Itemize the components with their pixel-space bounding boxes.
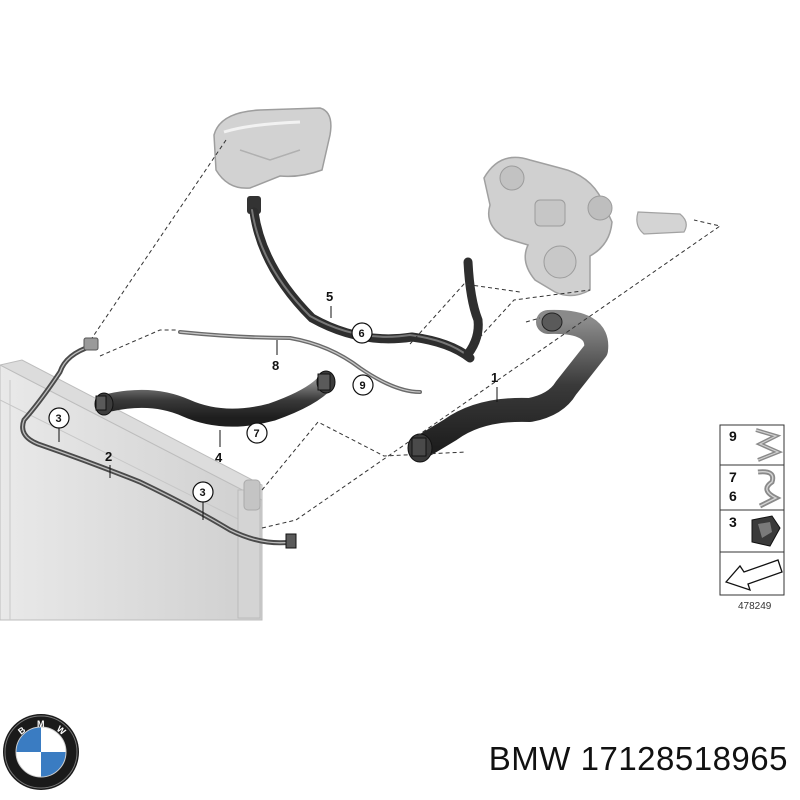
clip-legend: 9 7 6 3 (719, 424, 785, 596)
part-title: BMW 17128518965 (489, 740, 788, 778)
hose-5-upper (463, 257, 483, 359)
callout-8: 8 (272, 340, 279, 373)
legend-num-9: 9 (729, 428, 737, 444)
svg-text:4: 4 (215, 450, 223, 465)
callout-1: 1 (491, 370, 498, 402)
diagram-id: 478249 (738, 601, 772, 612)
hose-1 (408, 309, 609, 460)
legend-num-3: 3 (729, 514, 737, 530)
svg-text:8: 8 (272, 358, 279, 373)
svg-text:2: 2 (105, 449, 112, 464)
svg-text:6: 6 (359, 328, 365, 340)
svg-text:M: M (37, 719, 45, 729)
callout-3-left: 3 (48, 407, 70, 442)
callout-5: 5 (326, 289, 333, 318)
hose-connector (636, 211, 687, 235)
svg-text:1: 1 (491, 370, 498, 385)
svg-text:3: 3 (200, 487, 206, 499)
radiator (0, 359, 263, 621)
spring-clip-icon (755, 428, 784, 462)
brand-name: BMW (488, 740, 571, 777)
callout-4: 4 (215, 430, 223, 465)
holder-clip-icon (751, 515, 781, 547)
bmw-logo: B M W (3, 714, 79, 790)
svg-text:9: 9 (360, 380, 366, 392)
svg-text:3: 3 (56, 413, 62, 425)
hose-4 (95, 373, 335, 427)
hose-clamp-icon (757, 469, 782, 509)
svg-text:B: B (16, 724, 28, 736)
clip-markers (95, 373, 427, 549)
thermostat-housing (483, 156, 613, 297)
callout-9: 9 (352, 374, 374, 396)
callout-6: 6 (351, 322, 373, 344)
legend-num-7: 7 (729, 469, 737, 485)
svg-text:5: 5 (326, 289, 333, 304)
expansion-tank (213, 107, 332, 214)
arrow-pointer-icon (724, 559, 783, 592)
part-number: 17128518965 (580, 740, 788, 777)
callout-7: 7 (246, 422, 268, 444)
callout-3-right: 3 (192, 481, 214, 520)
callout-2: 2 (105, 449, 112, 478)
legend-num-6: 6 (729, 488, 737, 504)
svg-text:7: 7 (254, 428, 260, 440)
